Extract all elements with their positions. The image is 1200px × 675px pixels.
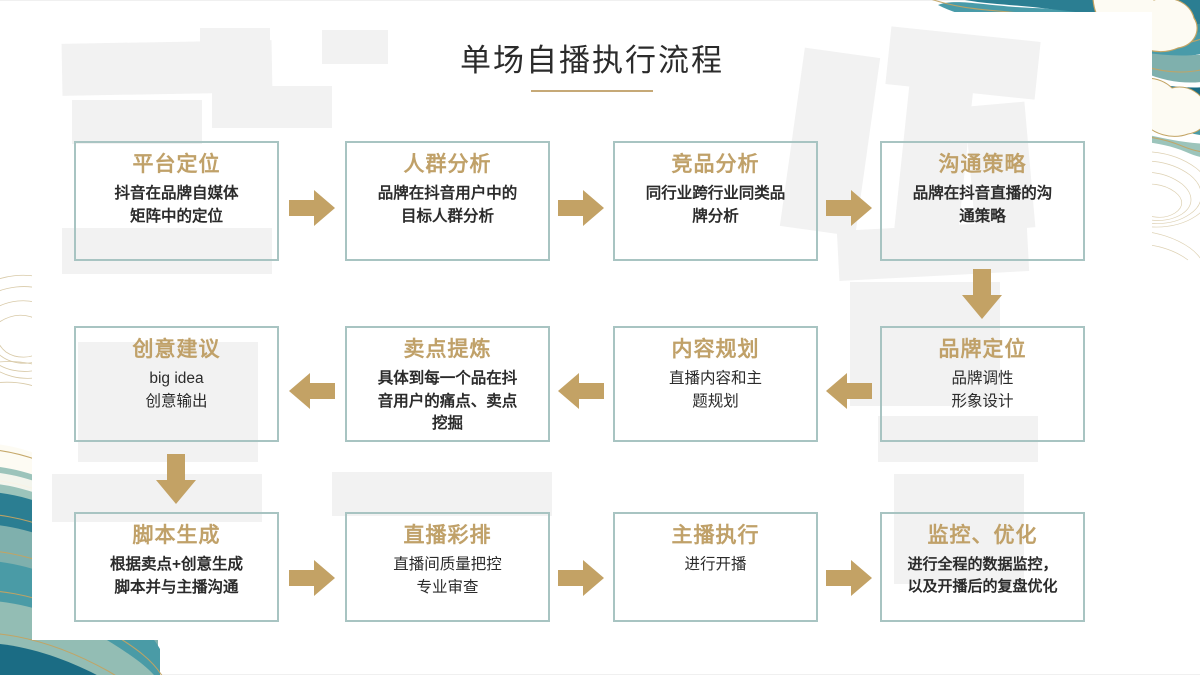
arrow-right-rehearsal-to-host (556, 557, 606, 599)
flow-box-title: 品牌定位 (938, 338, 1027, 361)
flow-box-brand-positioning[interactable]: 品牌定位 品牌调性 形象设计 (880, 326, 1085, 442)
flow-box-title: 监控、优化 (927, 524, 1038, 547)
watermark-shape (72, 100, 202, 144)
flow-box-body-line: 以及开播后的复盘优化 (907, 578, 1058, 595)
flow-box-body-line: 挖掘 (431, 415, 463, 433)
flow-box-title: 脚本生成 (132, 524, 221, 547)
flow-box-body-line: 矩阵中的定位 (129, 207, 223, 225)
arrow-down-communication-to-brand (959, 267, 1005, 321)
flow-box-creative-proposal[interactable]: 创意建议 big idea 创意输出 (74, 326, 279, 442)
flow-box-body-line: 进行开播 (684, 556, 747, 574)
flow-box-host-execution[interactable]: 主播执行 进行开播 (613, 512, 818, 622)
flow-box-body-line: 直播间质量把控 (393, 556, 502, 574)
flow-box-body-line: 脚本并与主播沟通 (114, 578, 239, 596)
flow-box-script-generation[interactable]: 脚本生成 根据卖点+创意生成 脚本并与主播沟通 (74, 512, 279, 622)
flow-box-body-line: 通策略 (959, 207, 1006, 225)
flow-box-body-line: 目标人群分析 (400, 207, 494, 225)
flow-box-title: 直播彩排 (403, 524, 492, 547)
flow-box-body-line: 音用户的痛点、卖点 (377, 392, 518, 410)
arrow-right-host-to-monitoring (824, 557, 874, 599)
arrow-left-brand-to-content (824, 370, 874, 412)
flow-box-body-line: 品牌在抖音直播的沟 (912, 185, 1053, 203)
arrow-right-audience-to-competitor (556, 187, 606, 229)
flow-box-title: 创意建议 (132, 338, 221, 361)
hairline-top (0, 0, 1200, 1)
title-block: 单场自播执行流程 (32, 42, 1152, 92)
flow-box-body-line: 形象设计 (951, 392, 1014, 410)
watermark-shape (332, 472, 552, 516)
arrow-down-creative-to-script (153, 452, 199, 506)
flow-box-platform-positioning[interactable]: 平台定位 抖音在品牌自媒体 矩阵中的定位 (74, 141, 279, 261)
flow-box-body-line: 创意输出 (145, 392, 208, 410)
flow-box-body-line: 直播内容和主 (668, 370, 762, 388)
flow-box-body-line: 根据卖点+创意生成 (109, 556, 244, 574)
flow-box-title: 人群分析 (403, 153, 492, 176)
arrow-left-content-to-selling-point (556, 370, 606, 412)
flow-box-body-line: 进行全程的数据监控， (907, 556, 1058, 574)
title-underline (531, 89, 653, 92)
flow-box-live-rehearsal[interactable]: 直播彩排 直播间质量把控 专业审查 (345, 512, 550, 622)
flow-box-body-line: 同行业跨行业同类品 (645, 185, 786, 203)
flow-box-body-line: 专业审查 (416, 578, 479, 596)
flow-box-body-line: 具体到每一个品在抖 (377, 370, 518, 388)
flow-box-body-line: 品牌调性 (951, 370, 1014, 388)
flow-box-audience-analysis[interactable]: 人群分析 品牌在抖音用户中的 目标人群分析 (345, 141, 550, 261)
flow-box-title: 主播执行 (671, 524, 760, 547)
flow-box-title: 沟通策略 (938, 153, 1027, 176)
flow-box-competitor-analysis[interactable]: 竞品分析 同行业跨行业同类品 牌分析 (613, 141, 818, 261)
flow-box-communication-strategy[interactable]: 沟通策略 品牌在抖音直播的沟 通策略 (880, 141, 1085, 261)
flow-box-title: 卖点提炼 (403, 338, 492, 361)
flow-box-title: 竞品分析 (671, 153, 760, 176)
flow-box-body-line: 品牌在抖音用户中的 (377, 185, 518, 203)
arrow-left-selling-point-to-creative (287, 370, 337, 412)
arrow-right-script-to-rehearsal (287, 557, 337, 599)
flow-box-body-line: 题规划 (692, 392, 739, 410)
flow-box-selling-point-extraction[interactable]: 卖点提炼 具体到每一个品在抖 音用户的痛点、卖点 挖掘 (345, 326, 550, 442)
watermark-shape (212, 86, 332, 128)
flow-box-body-line: 牌分析 (692, 207, 739, 225)
content-card: 单场自播执行流程 平台定位 抖音在品牌自媒体 矩阵中的定位 人群分析 品牌在抖音… (32, 12, 1152, 640)
flow-box-monitoring-optimization[interactable]: 监控、优化 进行全程的数据监控， 以及开播后的复盘优化 (880, 512, 1085, 622)
arrow-right-platform-to-audience (287, 187, 337, 229)
flow-box-title: 平台定位 (132, 153, 221, 176)
flow-box-body-line: 抖音在品牌自媒体 (114, 185, 239, 203)
page-title: 单场自播执行流程 (460, 43, 724, 78)
flow-box-content-planning[interactable]: 内容规划 直播内容和主 题规划 (613, 326, 818, 442)
flow-box-title: 内容规划 (671, 338, 760, 361)
flow-box-body-line: big idea (149, 370, 204, 388)
arrow-right-competitor-to-communication (824, 187, 874, 229)
